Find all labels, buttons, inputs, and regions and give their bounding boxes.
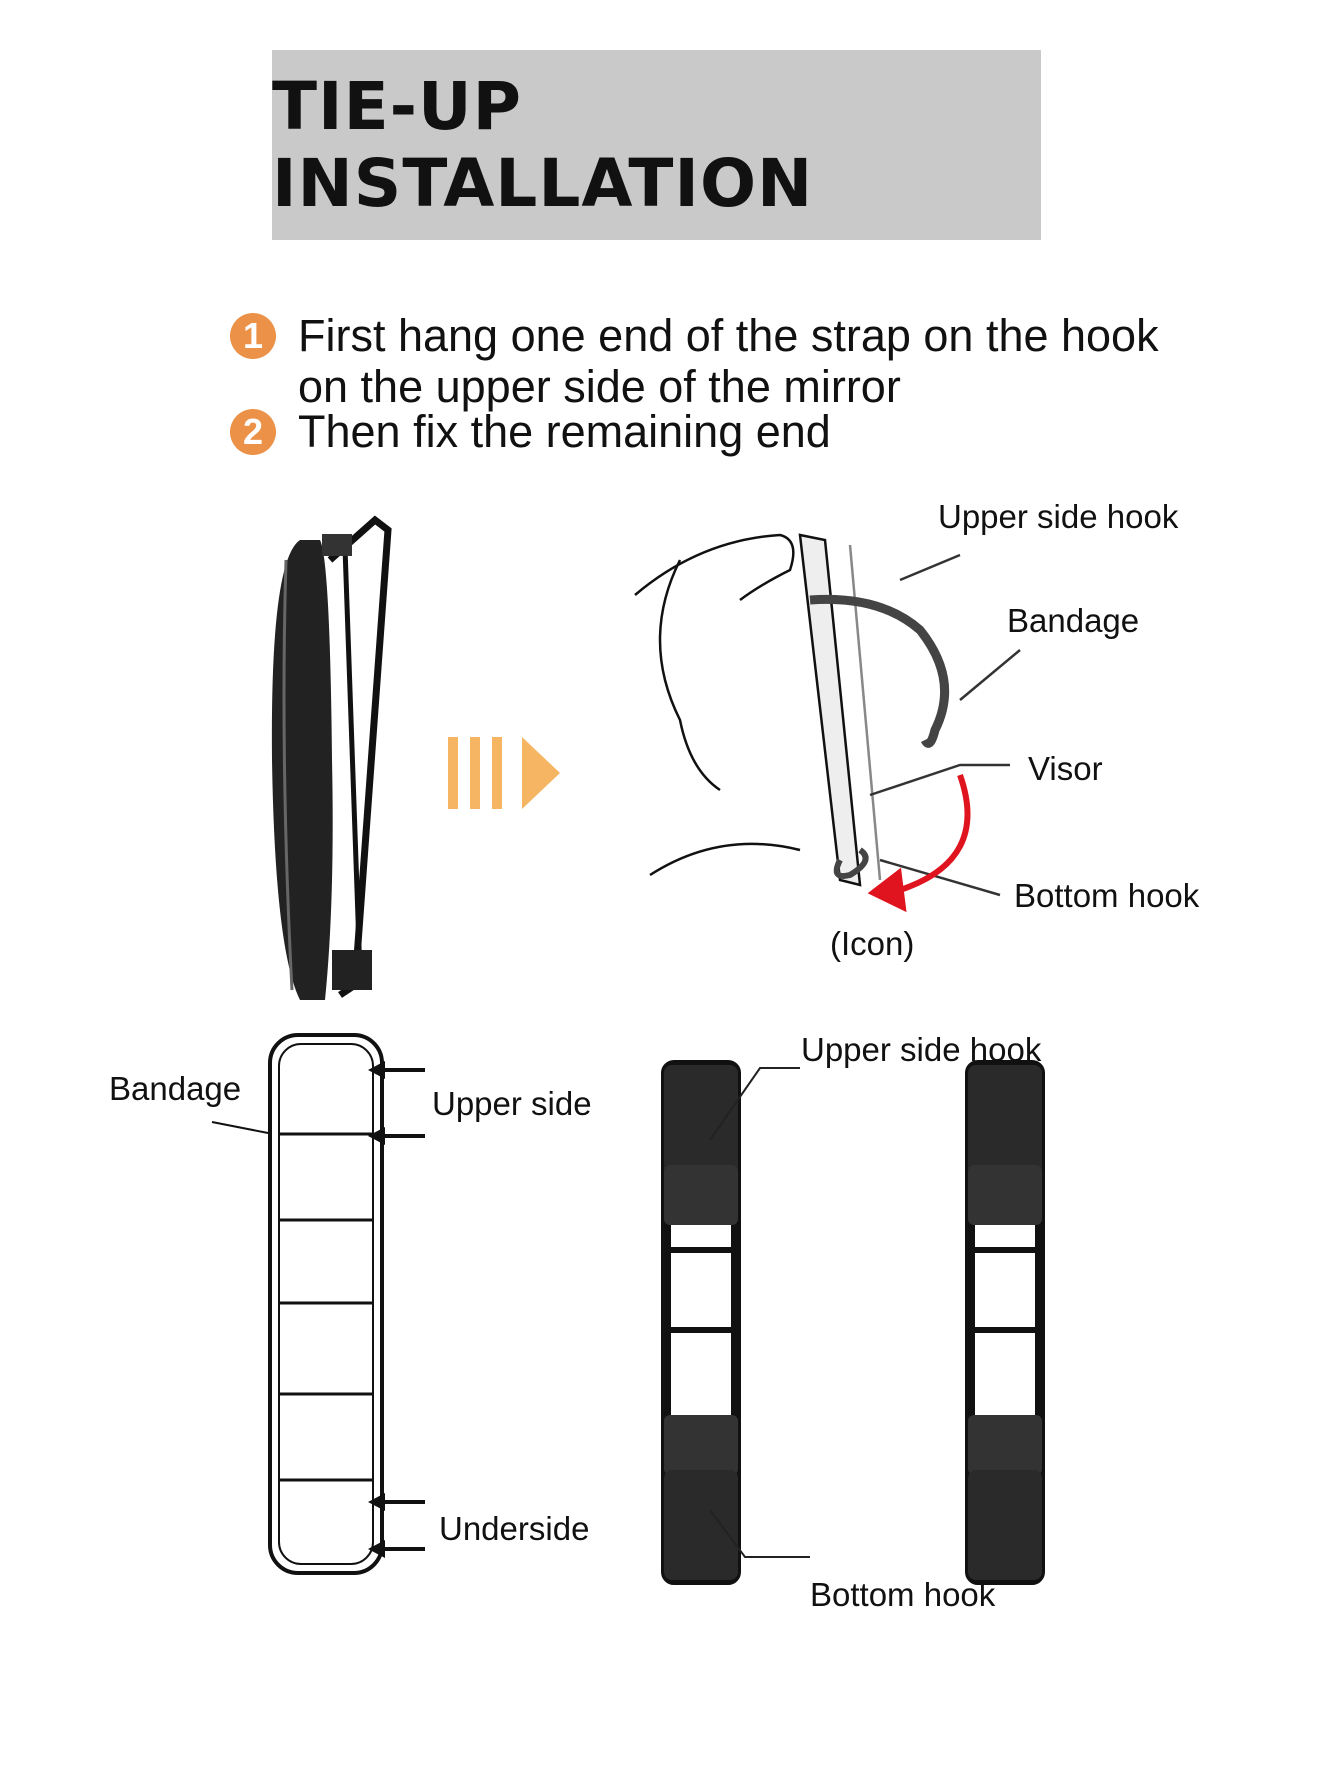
strap-photo-right bbox=[965, 1060, 1045, 1585]
step-1-text: First hang one end of the strap on the h… bbox=[298, 310, 1159, 361]
step-2: 2 Then fix the remaining end bbox=[230, 406, 831, 458]
label-bandage-left: Bandage bbox=[109, 1070, 242, 1107]
visor-installation-sketch bbox=[634, 533, 1021, 913]
label-upper-side: Upper side bbox=[432, 1085, 592, 1122]
label-upper-side-hook: Upper side hook bbox=[938, 498, 1179, 535]
label-upper-side-hook-2: Upper side hook bbox=[801, 1031, 1042, 1068]
step-number-2: 2 bbox=[230, 409, 276, 455]
label-icon: (Icon) bbox=[830, 925, 915, 962]
step-1: 1 First hang one end of the strap on the… bbox=[230, 310, 1159, 362]
step-2-text: Then fix the remaining end bbox=[298, 406, 831, 457]
label-bandage: Bandage bbox=[1007, 602, 1140, 639]
label-visor: Visor bbox=[1028, 750, 1103, 787]
step-number-1: 1 bbox=[230, 313, 276, 359]
step-1-text-cont: on the upper side of the mirror bbox=[298, 361, 901, 412]
mirror-side-photo bbox=[271, 515, 392, 1000]
title-banner: TIE-UP INSTALLATION bbox=[272, 50, 1041, 240]
label-bottom-hook-2: Bottom hook bbox=[810, 1576, 996, 1613]
label-bottom-hook: Bottom hook bbox=[1014, 877, 1200, 914]
page-title: TIE-UP INSTALLATION bbox=[272, 68, 814, 222]
label-underside: Underside bbox=[439, 1510, 590, 1547]
direction-arrow-icon bbox=[448, 737, 560, 809]
bandage-diagram bbox=[211, 1033, 425, 1575]
strap-photo-left bbox=[661, 1060, 810, 1585]
